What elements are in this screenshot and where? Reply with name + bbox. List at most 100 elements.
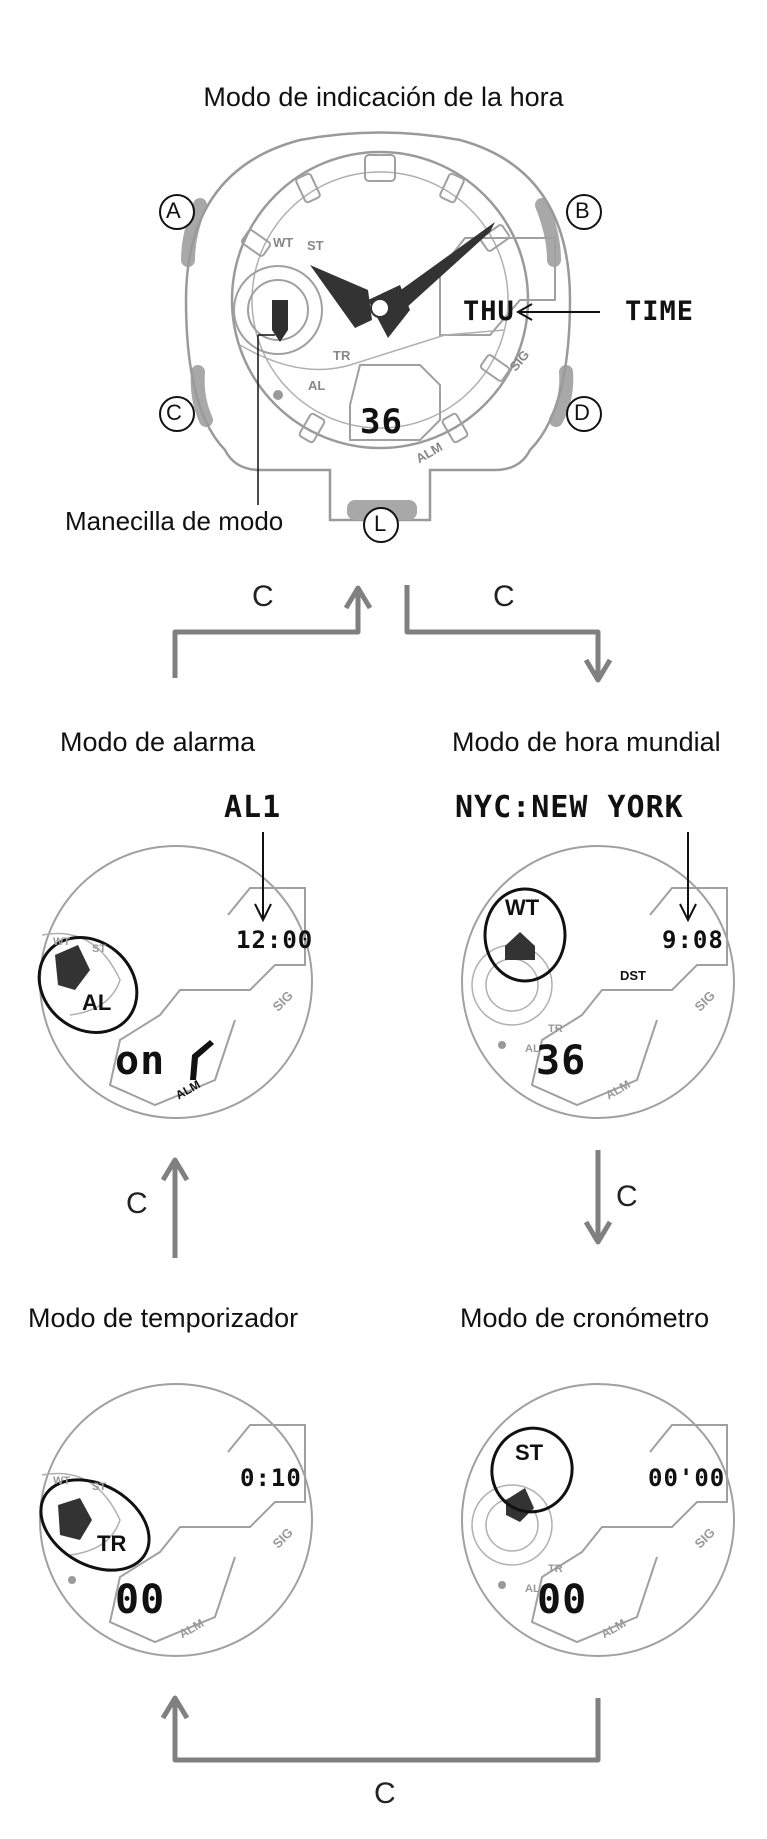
world-dial-tr: TR bbox=[548, 1023, 563, 1035]
arrow-timer-to-alarm-head bbox=[160, 1157, 190, 1182]
alarm-time-display: 12:00 bbox=[236, 926, 314, 954]
button-l-label: L bbox=[374, 511, 387, 536]
world-pointer-head bbox=[679, 903, 697, 923]
alarm-dial: WT ST SIG ALM bbox=[37, 832, 313, 1119]
stopwatch-dial: TR AL SIG ALM bbox=[461, 1383, 735, 1657]
main-day-display: THU bbox=[463, 296, 515, 327]
button-b-stem bbox=[535, 198, 561, 267]
main-seconds-display: 36 bbox=[360, 402, 403, 442]
world-dial-ring bbox=[461, 845, 735, 1119]
stopwatch-mode-title: Modo de cronómetro bbox=[460, 1303, 710, 1333]
timer-mode-title: Modo de temporizador bbox=[28, 1303, 299, 1333]
timer-lower-display: 00 bbox=[115, 1577, 166, 1623]
timer-hand-label: TR bbox=[97, 1531, 127, 1556]
arrow-stopwatch-to-timer-head bbox=[160, 1695, 190, 1720]
mode-hand bbox=[272, 300, 288, 342]
stopwatch-subdial-dot bbox=[498, 1581, 506, 1589]
alarm-subdial-arc bbox=[41, 932, 121, 1016]
timer-time-display: 0:10 bbox=[240, 1464, 302, 1492]
button-d-stem bbox=[549, 365, 574, 427]
bezel-markers bbox=[240, 154, 511, 444]
timer-dial: WT ST SIG ALM bbox=[39, 1383, 313, 1657]
timer-dial-ring bbox=[39, 1383, 313, 1657]
alarm-lcd-frame bbox=[108, 887, 306, 1107]
arrow-main-to-world-head bbox=[583, 658, 613, 683]
button-d-marker bbox=[566, 396, 602, 432]
world-subdial-inner bbox=[485, 958, 539, 1012]
dial-ring bbox=[251, 171, 509, 429]
alarm-number-display: AL1 bbox=[224, 790, 282, 825]
stopwatch-dial-alm: ALM bbox=[599, 1616, 629, 1641]
world-city-display: NYC:NEW YORK bbox=[455, 790, 684, 825]
main-dial-tr: TR bbox=[333, 348, 351, 363]
main-dial-wt: WT bbox=[273, 235, 293, 250]
timer-mode-hand bbox=[58, 1498, 92, 1540]
alarm-dial-sig: SIG bbox=[270, 988, 296, 1014]
stopwatch-time-display: 00'00 bbox=[648, 1464, 726, 1492]
stopwatch-lcd-frame bbox=[530, 1424, 728, 1644]
minute-hand bbox=[380, 222, 495, 318]
subdial-dot bbox=[273, 390, 283, 400]
world-subdial-dot bbox=[498, 1041, 506, 1049]
timer-dial-st: ST bbox=[92, 1481, 106, 1493]
button-c-label: C bbox=[166, 400, 182, 425]
time-label: TIME bbox=[625, 296, 695, 327]
hour-hand bbox=[310, 265, 372, 328]
subdial bbox=[233, 265, 323, 355]
button-d-label: D bbox=[574, 400, 590, 425]
main-watch: WT ST TR AL SIG ALM bbox=[159, 131, 602, 543]
world-dial-alm: ALM bbox=[603, 1077, 633, 1102]
button-l-marker bbox=[363, 507, 399, 543]
world-seconds-display: 36 bbox=[536, 1038, 587, 1084]
alarm-hand-highlight bbox=[37, 936, 139, 1034]
main-dial-st: ST bbox=[307, 238, 324, 253]
hand-hub bbox=[370, 298, 390, 318]
timer-dial-wt: WT bbox=[53, 1475, 70, 1487]
stopwatch-dial-ring bbox=[461, 1383, 735, 1657]
alarm-mode-title: Modo de alarma bbox=[60, 727, 256, 757]
button-b-marker bbox=[566, 194, 602, 230]
world-dst-indicator: DST bbox=[620, 968, 646, 983]
timer-lcd-frame bbox=[108, 1424, 306, 1644]
c-label-right-top: C bbox=[493, 580, 515, 613]
main-mode-title: Modo de indicación de la hora bbox=[203, 82, 564, 112]
lcd-lower-frame bbox=[349, 364, 441, 441]
time-pointer-head bbox=[515, 303, 533, 321]
stopwatch-hand-label: ST bbox=[515, 1440, 544, 1465]
c-label-left-mid: C bbox=[126, 1187, 148, 1220]
world-mode-hand bbox=[505, 932, 535, 960]
subdial-inner bbox=[247, 279, 309, 341]
arrow-main-to-world bbox=[404, 585, 601, 678]
alarm-state-display: on bbox=[115, 1038, 166, 1084]
world-hand-label: WT bbox=[505, 895, 540, 920]
stopwatch-hand-highlight bbox=[490, 1426, 574, 1514]
transition-arrows bbox=[160, 585, 613, 1763]
alarm-hand-label: AL bbox=[82, 990, 112, 1015]
arrow-alarm-to-main bbox=[172, 590, 361, 678]
world-dial-sig: SIG bbox=[692, 988, 718, 1014]
case-outline bbox=[184, 131, 572, 522]
world-hand-highlight bbox=[483, 887, 567, 983]
world-mode-title: Modo de hora mundial bbox=[452, 727, 721, 757]
alarm-pointer-head bbox=[254, 903, 272, 923]
stopwatch-mode-hand bbox=[506, 1488, 534, 1522]
button-a-marker bbox=[159, 194, 195, 230]
timer-subdial-arc bbox=[41, 1472, 121, 1556]
main-dial-al: AL bbox=[308, 378, 325, 393]
stopwatch-subdial bbox=[471, 1484, 553, 1566]
stopwatch-lower-display: 00 bbox=[537, 1577, 588, 1623]
arrow-stopwatch-to-timer bbox=[172, 1698, 601, 1763]
arrow-alarm-to-main-head bbox=[343, 585, 373, 610]
stopwatch-dial-tr: TR bbox=[548, 1563, 563, 1575]
button-c-marker bbox=[159, 396, 195, 432]
timer-dial-alm: ALM bbox=[177, 1616, 207, 1641]
alarm-dial-alm: ALM bbox=[173, 1077, 203, 1102]
alarm-dial-wt: WT bbox=[53, 936, 70, 948]
stopwatch-dial-sig: SIG bbox=[692, 1525, 718, 1551]
stopwatch-dial-al: AL bbox=[525, 1583, 540, 1595]
button-a-label: A bbox=[166, 198, 181, 223]
dial-divider bbox=[239, 329, 506, 371]
button-a-stem bbox=[181, 198, 207, 267]
